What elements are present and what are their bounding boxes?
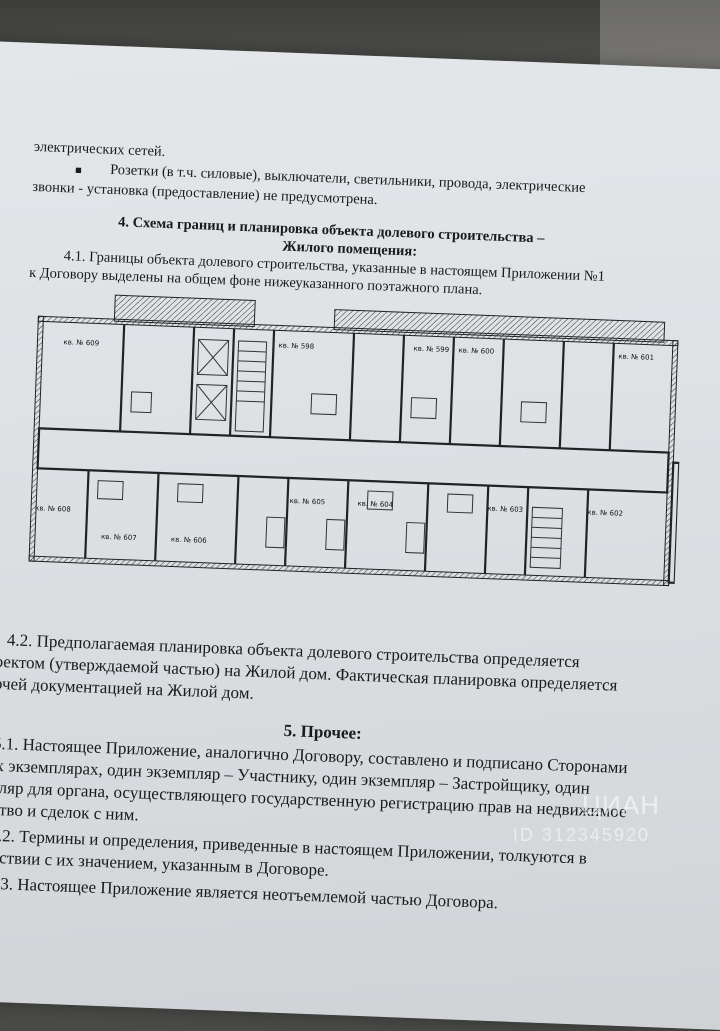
partition — [154, 472, 160, 561]
bathroom — [130, 391, 153, 414]
apartment-label: кв. № 608 — [35, 504, 71, 513]
document-page: электрических сетей. ■ Розетки (в т.ч. с… — [0, 40, 720, 1031]
bathroom — [410, 397, 438, 420]
outer-wall-bottom — [28, 555, 670, 587]
apartment-label: кв. № 604 — [357, 500, 393, 509]
kitchen — [265, 516, 286, 549]
bathroom — [520, 401, 548, 424]
partition — [523, 487, 530, 576]
bathroom — [366, 490, 394, 511]
partition — [233, 475, 240, 564]
watermark-id: ID 312345920 — [512, 825, 650, 845]
partition — [84, 470, 90, 559]
bullet-icon: ■ — [74, 164, 82, 177]
partition — [343, 480, 350, 569]
floor-plan: кв. № 609 кв. № 598 кв. № 599 кв. № 600 … — [28, 294, 681, 587]
apartment-label: кв. № 605 — [289, 497, 325, 506]
apartment-label: кв. № 598 — [278, 341, 314, 350]
balcony — [667, 461, 681, 584]
partition — [348, 333, 356, 441]
bathroom — [310, 393, 338, 416]
partition — [268, 330, 276, 438]
intro-line: электрических сетей. — [33, 138, 166, 160]
elevator-cross — [195, 385, 228, 420]
bathroom — [176, 483, 204, 504]
kitchen — [325, 518, 346, 551]
partition — [283, 477, 290, 566]
partition — [558, 341, 565, 449]
watermark-logo: ЦИАН — [581, 790, 660, 820]
partition — [608, 343, 615, 451]
apartment-label: кв. № 603 — [487, 505, 523, 514]
wall-block — [113, 294, 256, 328]
apartment-label: кв. № 607 — [101, 533, 137, 542]
apartment-label: кв. № 599 — [413, 345, 449, 354]
outer-wall-left — [28, 315, 44, 562]
partition — [583, 489, 590, 578]
bathroom — [446, 493, 474, 514]
elevator-shaft — [195, 383, 228, 421]
staircase — [234, 340, 268, 433]
kitchen — [405, 521, 426, 554]
apartment-label: кв. № 606 — [171, 535, 207, 544]
wall-block — [333, 309, 666, 343]
elevator-shaft — [196, 338, 230, 377]
apartment-label: кв. № 609 — [63, 338, 99, 347]
elevator-cross — [196, 340, 230, 375]
partition — [118, 324, 126, 432]
apartment-label: кв. № 600 — [458, 346, 494, 355]
paragraph-5-3-line-1: 5.3. Настоящее Приложение является неотъ… — [0, 873, 499, 913]
partition — [423, 483, 430, 572]
corridor — [36, 427, 670, 494]
section-5-title: 5. Прочее: — [283, 720, 363, 743]
apartment-label: кв. № 601 — [618, 353, 654, 362]
partition — [498, 339, 506, 447]
apartment-label: кв. № 602 — [587, 508, 623, 517]
partition — [228, 328, 236, 436]
staircase — [529, 506, 563, 569]
partition — [398, 335, 406, 443]
bathroom — [96, 480, 124, 501]
partition — [448, 337, 456, 445]
partition — [483, 485, 490, 574]
partition — [188, 327, 196, 435]
